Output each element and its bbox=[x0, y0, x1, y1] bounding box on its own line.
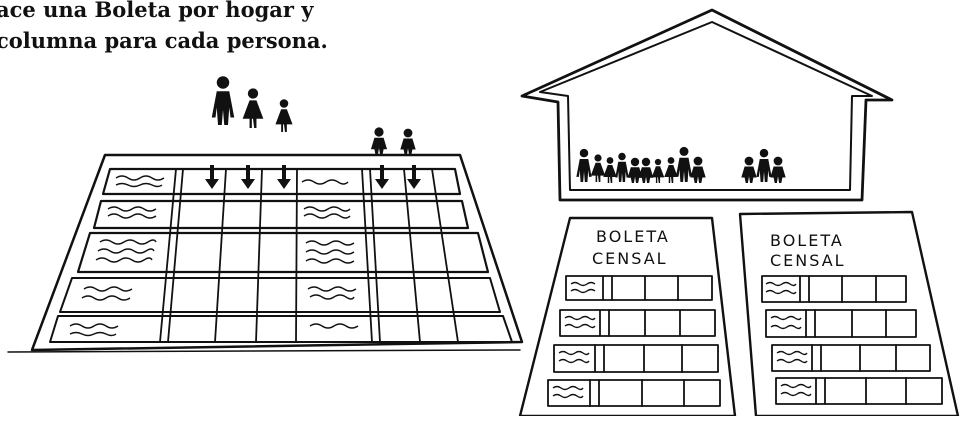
census-form-2: BOLETA CENSAL bbox=[738, 210, 960, 418]
house bbox=[520, 8, 894, 202]
family-members bbox=[211, 76, 416, 155]
form-1-title-line-2: CENSAL bbox=[592, 249, 668, 268]
large-census-form bbox=[30, 153, 524, 352]
ground-line bbox=[7, 349, 521, 353]
census-form-1: BOLETA CENSAL bbox=[518, 216, 737, 418]
caption-line-2: columna para cada persona. bbox=[0, 28, 328, 53]
form-2-title-line-1: BOLETA bbox=[770, 231, 844, 250]
form-1-title-line-1: BOLETA bbox=[596, 227, 670, 246]
caption-line-1: ace una Boleta por hogar y bbox=[0, 0, 314, 22]
form-2-title-line-2: CENSAL bbox=[770, 251, 846, 270]
caption: ace una Boleta por hogar y columna para … bbox=[0, 0, 328, 56]
